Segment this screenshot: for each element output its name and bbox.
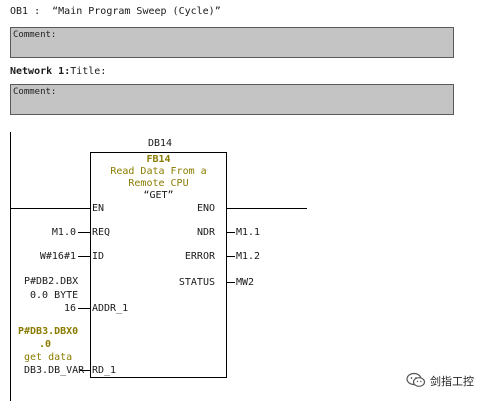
wechat-icon [406, 372, 426, 388]
param-rd-1-line2[interactable]: .0 [38, 339, 52, 350]
ob-header: OB1 : “Main Program Sweep (Cycle)” [10, 6, 221, 17]
param-addr-1-line3[interactable]: 16 [63, 303, 76, 314]
pin-req: REQ [92, 227, 111, 238]
param-rd-1-symbol[interactable]: DB3.DB_VAR [24, 365, 85, 376]
network-title-sep: : [64, 66, 71, 77]
param-id[interactable]: W#16#1 [39, 251, 76, 262]
pin-eno: ENO [196, 203, 215, 214]
network-title[interactable]: Title: [70, 66, 107, 77]
pin-id: ID [92, 251, 105, 262]
pin-status: STATUS [178, 277, 215, 288]
en-wire [10, 208, 90, 209]
pin-ndr: NDR [196, 227, 215, 238]
param-req[interactable]: M1.0 [51, 227, 76, 238]
ob-label: OB1 : [10, 6, 41, 17]
block-comment-box[interactable]: Comment: [10, 27, 454, 58]
power-rail [10, 132, 11, 401]
param-status[interactable]: MW2 [236, 277, 255, 288]
ob-title: “Main Program Sweep (Cycle)” [52, 6, 221, 17]
ndr-wire [227, 232, 235, 233]
req-wire [78, 232, 90, 233]
network-comment-box[interactable]: Comment: [10, 84, 454, 115]
network-comment-label: Comment: [13, 87, 57, 97]
network-header: Network 1:Title: [10, 66, 106, 77]
fb-description-line1: Read Data From a [110, 166, 207, 177]
pin-error: ERROR [184, 251, 215, 262]
pin-addr-1: ADDR_1 [92, 303, 129, 314]
error-wire [227, 256, 235, 257]
block-comment-label: Comment: [13, 30, 57, 40]
param-addr-1-line2[interactable]: 0.0 BYTE [30, 290, 79, 301]
param-rd-1-line1[interactable]: P#DB3.DBX0 [18, 326, 79, 337]
param-error[interactable]: M1.2 [236, 251, 261, 262]
param-ndr[interactable]: M1.1 [236, 227, 261, 238]
pin-rd-1: RD_1 [92, 365, 117, 376]
status-wire [227, 282, 235, 283]
addr-1-wire [78, 308, 90, 309]
eno-wire [227, 208, 307, 209]
fb-symbol: “GET” [143, 190, 174, 201]
rd-1-wire [80, 370, 90, 371]
param-rd-1-comment: get data [24, 352, 73, 363]
id-wire [78, 256, 90, 257]
pin-en: EN [92, 203, 105, 214]
fb-description-line2: Remote CPU [128, 178, 189, 189]
network-label: Network 1 [10, 66, 65, 77]
instance-db-label[interactable]: DB14 [147, 138, 173, 149]
watermark-text: 剑指工控 [430, 375, 474, 388]
param-addr-1-line1[interactable]: P#DB2.DBX [24, 276, 79, 287]
fb-block[interactable] [90, 152, 227, 378]
fb-name: FB14 [146, 154, 171, 165]
